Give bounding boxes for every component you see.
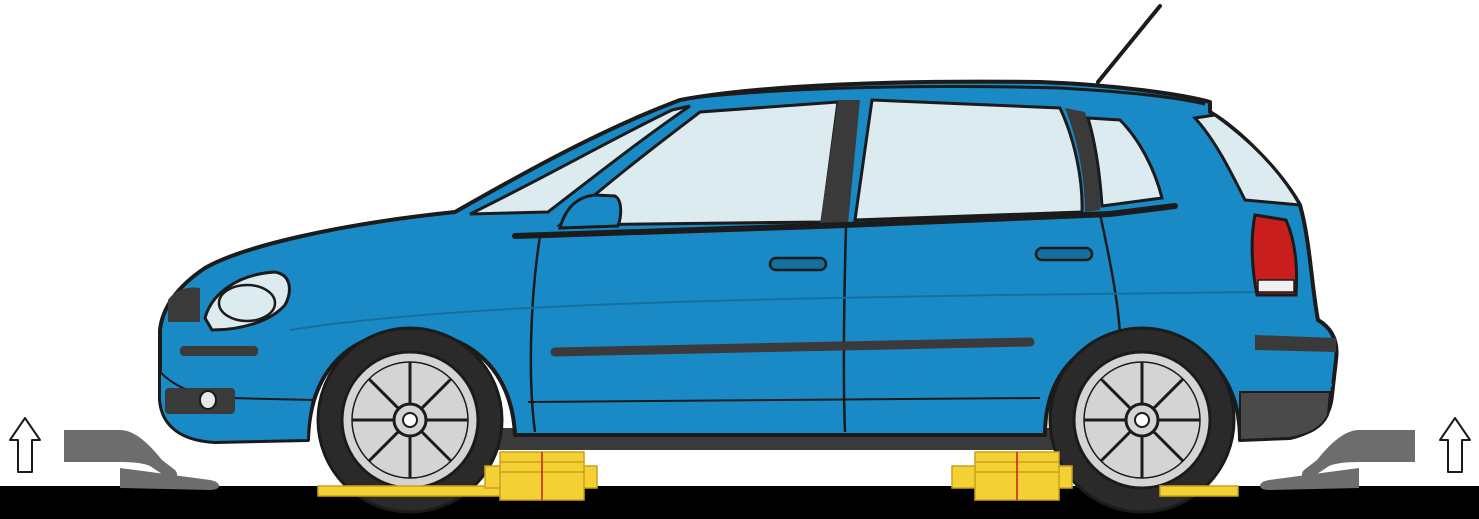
antenna — [1098, 6, 1160, 82]
fog-light — [200, 391, 216, 409]
rear-bumper-lower — [1240, 392, 1330, 440]
rear-door-window — [855, 100, 1082, 220]
front-intake — [180, 346, 258, 356]
front-door-handle — [770, 258, 826, 270]
right-up-arrow-icon — [1440, 418, 1470, 472]
ground-bar — [0, 486, 1479, 519]
front-wheel — [318, 328, 502, 512]
rear-wheel — [1050, 328, 1234, 512]
rear-door-handle — [1036, 248, 1092, 260]
tail-light-reflector — [1258, 280, 1294, 292]
left-up-arrow-icon — [10, 418, 40, 472]
front-grille — [168, 288, 200, 323]
